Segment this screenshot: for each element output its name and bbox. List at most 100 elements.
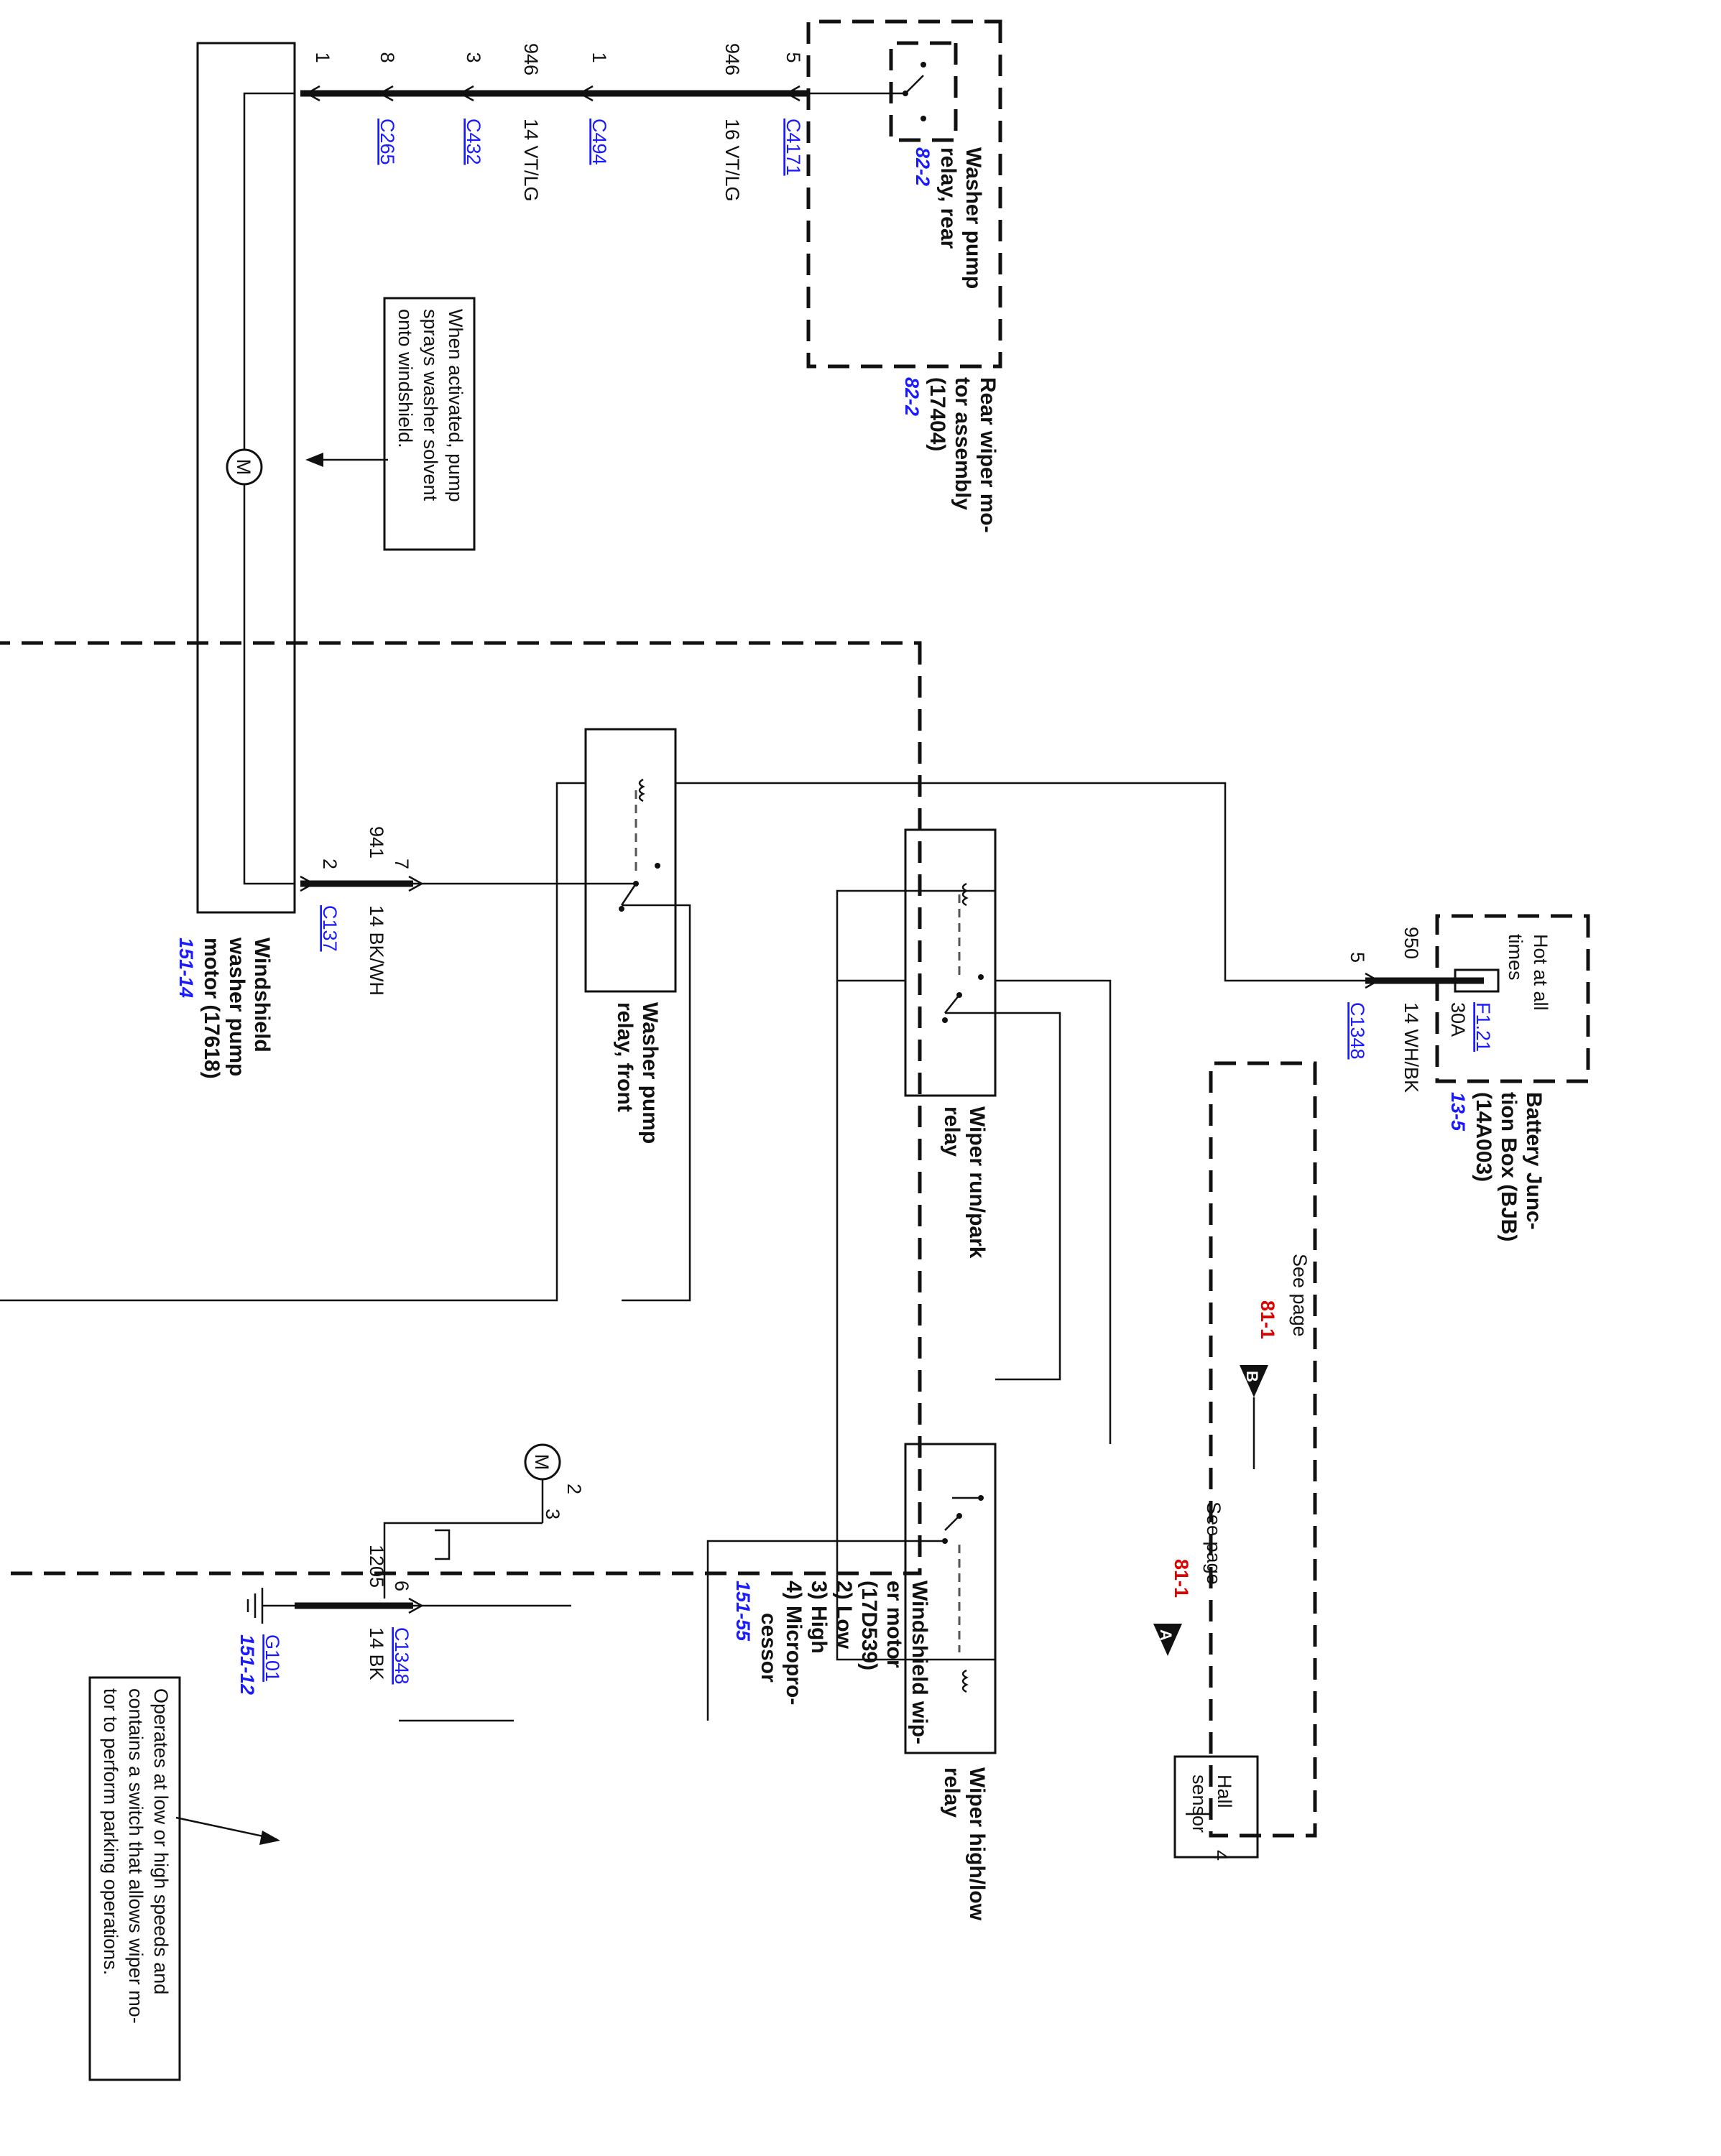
note-washer-box (383, 297, 476, 551)
internal-wire (675, 782, 1484, 982)
contact-dot (956, 1513, 962, 1519)
washer-relay-front-label-2: relay, front (613, 1002, 637, 1112)
wiper-motor-icon (524, 1443, 561, 1481)
fuse-label[interactable]: F1.21 (1472, 1002, 1494, 1052)
pin-c1348-5: 5 (1347, 952, 1368, 963)
internal-wire (706, 1540, 945, 1721)
circuit-941: 941 (366, 826, 387, 859)
bjb-box (1435, 914, 1590, 1083)
connector-c1348-bottom[interactable]: C1348 (391, 1627, 412, 1685)
coil-icon (638, 778, 645, 802)
pin-label: 3 (463, 52, 484, 63)
rear-relay-switch (905, 75, 924, 94)
internal-wire (383, 1522, 543, 1599)
washer-motor-wire (243, 92, 295, 885)
hall-label-1: Hall (1214, 1775, 1235, 1808)
thermal-breaker-icon (435, 1529, 451, 1560)
wiper-motor-module (0, 641, 922, 1576)
rear-relay-contact (921, 62, 926, 68)
wire-spec: 14 WH/BK (1401, 1002, 1422, 1093)
rear-motor-label-2: tor assembly (951, 377, 974, 510)
washer-motor-ref: 151-14 (175, 938, 197, 998)
rear-relay-contact (921, 116, 926, 121)
hall-sensor-box (1173, 1755, 1259, 1859)
high-low-label-1: Wiper high/low (965, 1767, 989, 1921)
ground-icon (246, 1588, 264, 1624)
hall-label-2: sensor (1189, 1775, 1210, 1833)
bjb-hot-1: Hot at all (1530, 934, 1551, 1011)
see-page-a-ref[interactable]: 81-1 (1171, 1559, 1192, 1598)
micro-pin: 4 (1210, 1850, 1232, 1861)
circuit-1205: 1205 (366, 1545, 387, 1588)
high-low-switch (944, 1515, 960, 1531)
connector-c4171[interactable]: C4171 (783, 119, 804, 176)
high-low-label-2: relay (940, 1767, 964, 1818)
washer-motor-icon (226, 448, 263, 486)
washer-pump-motor-box (196, 42, 296, 914)
rear-relay-contact (903, 91, 908, 96)
connector-c1348-top[interactable]: C1348 (1347, 1002, 1368, 1060)
coil-icon (961, 1669, 969, 1693)
fuse-amps: 30A (1447, 1002, 1469, 1037)
contact-dot (956, 992, 962, 998)
c1348-pin6 (408, 1597, 424, 1614)
coil-icon (961, 882, 969, 907)
wire-spec: 14 VT/LG (520, 119, 542, 202)
washer-motor-label-2: washer pump (225, 937, 249, 1076)
see-page-b-text: See page (1289, 1254, 1311, 1337)
connector-c265[interactable]: C265 (377, 119, 398, 165)
circuit-950: 950 (1401, 927, 1422, 959)
wire-spec: 14 BK (366, 1627, 387, 1680)
c494-pin (578, 85, 594, 102)
wiper-run-park-relay (904, 828, 997, 1097)
internal-wire (995, 979, 1112, 1444)
rear-relay-ref: 82-2 (912, 147, 933, 186)
internal-wire (0, 782, 586, 1302)
pin-label: 1 (589, 52, 610, 63)
wire-spec: 16 VT/LG (721, 119, 743, 202)
wiper-motor-item: cessor (757, 1613, 780, 1683)
pin-c1348-7: 7 (391, 859, 412, 869)
note-wiper-arrow (175, 1816, 277, 1841)
pin-label: 8 (377, 52, 398, 63)
rear-relay-label-1: Washer pump (961, 147, 985, 289)
note-wiper-2: contains a switch that allows wiper mo- (125, 1688, 147, 2024)
ground-g101[interactable]: G101 (262, 1634, 283, 1682)
c1348-pin5 (1365, 972, 1380, 989)
wiper-motor-item: 3) High (807, 1581, 831, 1654)
contact-dot (978, 974, 984, 980)
note-washer-3: onto windshield. (395, 309, 416, 448)
circuit-label: 946 (721, 43, 743, 75)
note-washer-2: sprays washer solvent (420, 309, 441, 501)
fuse-icon (1454, 968, 1500, 993)
wiper-motor-item: 2) Low (832, 1581, 856, 1650)
flag-a-letter: A (1157, 1629, 1175, 1641)
pin-c137: 2 (319, 859, 341, 869)
wiper-motor-label-2: er motor (882, 1581, 906, 1668)
contact-dot (619, 906, 624, 912)
wiper-motor-item: 4) Micropro- (782, 1581, 806, 1705)
note-washer-1: When activated, pump (445, 309, 466, 502)
connector-c137[interactable]: C137 (319, 905, 341, 952)
connector-c494[interactable]: C494 (589, 119, 610, 165)
rear-motor-ref: 82-2 (901, 377, 923, 416)
washer-relay-front (584, 728, 677, 993)
run-park-switch (944, 994, 960, 1014)
see-page-b-ref[interactable]: 81-1 (1257, 1300, 1278, 1339)
connector-c432[interactable]: C432 (463, 119, 484, 165)
wiper-high-low-relay (904, 1443, 997, 1754)
rear-wiper-motor-box (806, 19, 1002, 369)
c265-pin-b (378, 85, 394, 102)
see-page-a-text: See page (1203, 1502, 1224, 1585)
wiper-motor-label-3: (17D539) (857, 1581, 881, 1670)
run-park-label-1: Wiper run/park (965, 1106, 989, 1259)
contact-dot (942, 1017, 948, 1023)
note-wiper-1: Operates at low or high speeds and (150, 1688, 172, 1994)
rear-motor-label-1: Rear wiper mo- (976, 377, 1000, 533)
washer-relay-front-label-1: Washer pump (638, 1002, 662, 1144)
c265-pin-a (305, 85, 320, 102)
c1348-pin7 (408, 875, 424, 892)
bjb-hot-2: times (1505, 934, 1526, 981)
rear-washer-relay-box (889, 41, 958, 142)
washer-motor-symbol: M (233, 459, 254, 476)
